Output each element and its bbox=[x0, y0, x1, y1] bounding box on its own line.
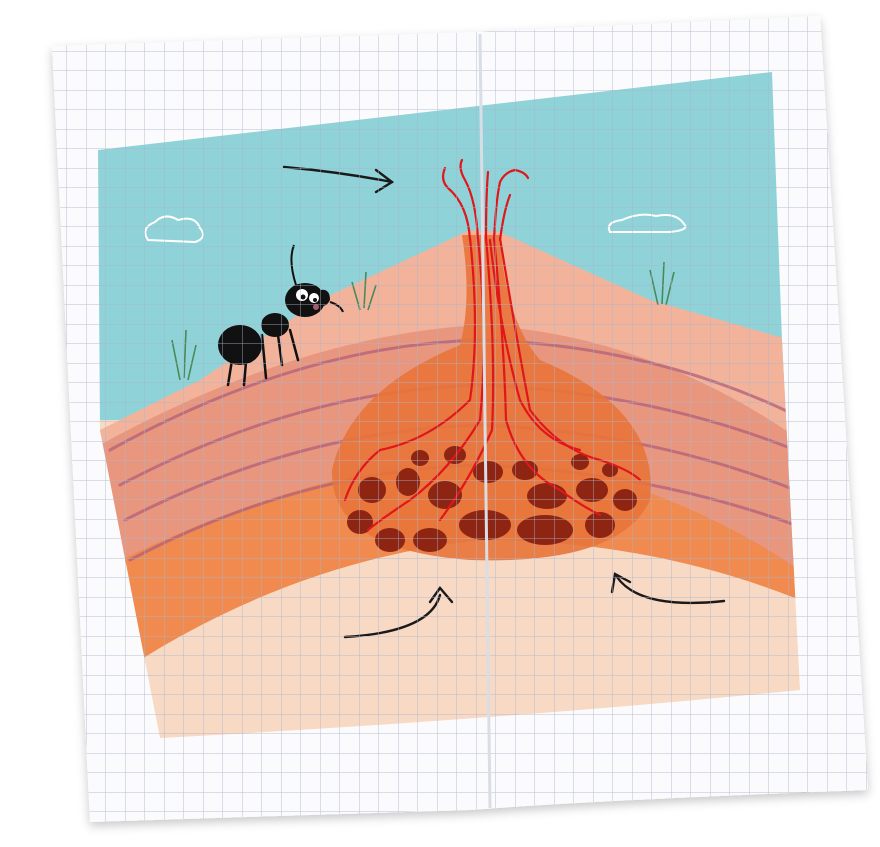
volcano-diagram bbox=[0, 0, 880, 847]
grid-overlay bbox=[0, 0, 880, 847]
diagram-canvas bbox=[0, 0, 880, 847]
